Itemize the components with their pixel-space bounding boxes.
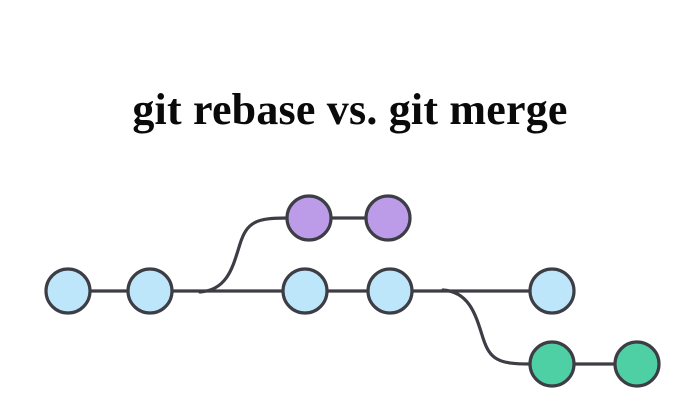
commit-node-main-4[interactable]: [366, 267, 414, 315]
edge-branch-down: [441, 288, 532, 366]
feature-branch-upper-nodes: [285, 194, 412, 242]
commit-node-main-1[interactable]: [44, 267, 92, 315]
commit-node-feature-2[interactable]: [364, 194, 412, 242]
feature-branch-lower-nodes: [528, 340, 661, 388]
commit-node-main-5[interactable]: [528, 267, 576, 315]
commit-node-merge-1[interactable]: [528, 340, 576, 388]
commit-node-merge-2[interactable]: [613, 340, 661, 388]
commit-node-feature-1[interactable]: [285, 194, 333, 242]
commit-node-main-3[interactable]: [281, 267, 329, 315]
edge-group: [88, 216, 617, 366]
page-title: git rebase vs. git merge: [132, 85, 568, 134]
main-branch-nodes: [44, 267, 576, 315]
commit-node-main-2[interactable]: [126, 267, 174, 315]
edge-branch-up: [198, 216, 289, 294]
